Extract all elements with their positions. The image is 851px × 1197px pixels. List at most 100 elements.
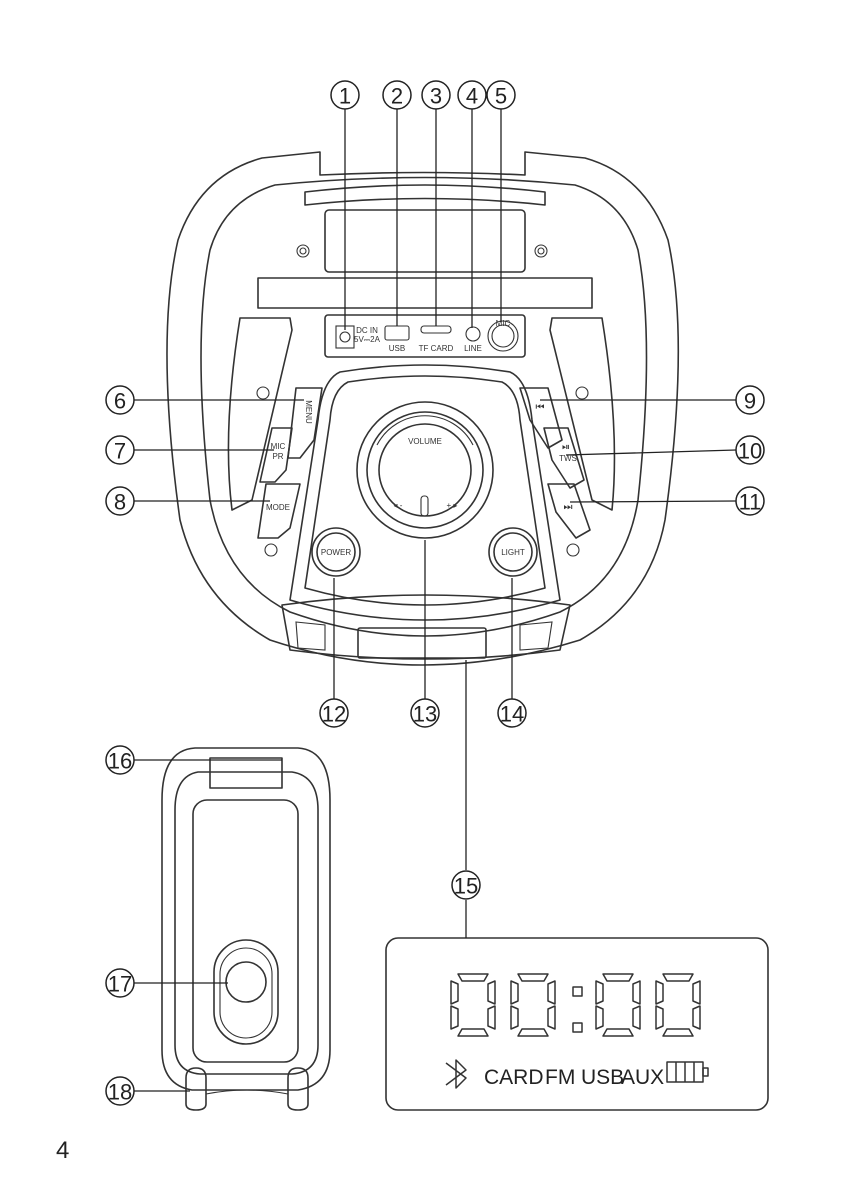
callout-label: 14 — [500, 702, 524, 727]
callout-label: 10 — [738, 439, 762, 464]
callout-12: 12 — [320, 699, 348, 727]
lcd-fm-label: FM — [545, 1066, 575, 1089]
screw-mid-left — [257, 387, 269, 399]
digit-segment — [603, 1029, 633, 1036]
callout-label: 3 — [430, 84, 442, 109]
tf-card-slot — [421, 326, 451, 333]
handle-top — [305, 185, 545, 205]
lcd-usb-label: USB — [581, 1066, 624, 1089]
screw-top-right — [535, 245, 547, 257]
callout-9: 9 — [736, 386, 764, 414]
callout-label: 13 — [413, 702, 437, 727]
volume-indicator — [421, 496, 428, 516]
speaker-outer-shell — [167, 152, 678, 665]
callout-label: 16 — [108, 749, 132, 774]
menu-label: MENU — [304, 400, 313, 424]
next-icon: ⏭ — [564, 502, 573, 513]
callout-7: 7 — [106, 436, 134, 464]
side-handle-top — [210, 758, 282, 788]
callout-label: 12 — [322, 702, 346, 727]
callout-label: 18 — [108, 1080, 132, 1105]
callout-label: 8 — [114, 490, 126, 515]
callout-18: 18 — [106, 1077, 134, 1105]
callout-label: 7 — [114, 439, 126, 464]
digit-segment — [518, 974, 548, 981]
battery-icon — [667, 1062, 708, 1082]
callout-label: 1 — [339, 84, 351, 109]
previous-icon: ⏮ — [536, 402, 545, 413]
power-button[interactable]: POWER — [312, 528, 360, 576]
power-label: POWER — [321, 548, 351, 557]
digit-segment — [488, 981, 495, 1004]
screw-low-right — [567, 544, 579, 556]
line-label: LINE — [464, 344, 482, 353]
side-body-inner — [175, 772, 318, 1074]
colon-top — [573, 987, 582, 996]
callout-4: 4 — [458, 81, 486, 109]
digit-segment — [663, 1029, 693, 1036]
lcd-digit-4 — [656, 974, 700, 1036]
tf-card-label: TF CARD — [419, 344, 454, 353]
callout-15: 15 — [452, 871, 480, 899]
dc-in-label: DC IN — [356, 326, 378, 335]
lcd-display-detail: CARD FM USB AUX — [386, 938, 768, 1110]
digit-segment — [596, 981, 603, 1004]
speaker-side-view — [162, 748, 330, 1110]
bluetooth-icon — [446, 1060, 466, 1088]
lcd-card-label: CARD — [484, 1066, 544, 1089]
lcd-aux-label: AUX — [621, 1066, 664, 1089]
speaker-inner-shell — [201, 178, 647, 637]
light-button[interactable]: LIGHT — [489, 528, 537, 576]
colon-bottom — [573, 1023, 582, 1032]
callout-13: 13 — [411, 699, 439, 727]
digit-segment — [451, 1006, 458, 1029]
digit-segment — [656, 1006, 663, 1029]
speaker-top-view: DC IN 5V⎓2A USB TF CARD LINE MIC MENU MI… — [167, 152, 678, 665]
callout-8: 8 — [106, 487, 134, 515]
callout-1: 1 — [331, 81, 359, 109]
callout-label: 6 — [114, 389, 126, 414]
callout-14: 14 — [498, 699, 526, 727]
digit-segment — [656, 981, 663, 1004]
lcd-digit-2 — [511, 974, 555, 1036]
digit-segment — [596, 1006, 603, 1029]
handle-grip — [325, 210, 525, 272]
digit-segment — [548, 981, 555, 1004]
callout-label: 2 — [391, 84, 403, 109]
digit-segment — [693, 1006, 700, 1029]
callout-label: 9 — [744, 389, 756, 414]
digit-segment — [548, 1006, 555, 1029]
volume-plus-icon: + ▸ — [447, 501, 458, 510]
digit-segment — [693, 981, 700, 1004]
callout-label: 4 — [466, 84, 478, 109]
screw-top-left — [297, 245, 309, 257]
volume-knob[interactable]: VOLUME ◂ - + ▸ — [357, 402, 493, 538]
light-label: LIGHT — [501, 548, 525, 557]
digit-segment — [663, 974, 693, 981]
callout-label: 11 — [739, 490, 762, 515]
digit-segment — [511, 1006, 518, 1029]
previous-button[interactable] — [520, 388, 562, 448]
volume-minus-icon: ◂ - — [394, 501, 403, 510]
digit-segment — [511, 981, 518, 1004]
callout-17: 17 — [106, 969, 134, 997]
mic-label: MIC — [496, 319, 511, 328]
play-pause-icon: ⏯ — [562, 442, 570, 453]
callout-6: 6 — [106, 386, 134, 414]
lcd-frame — [386, 938, 768, 1110]
digit-segment — [451, 981, 458, 1004]
callout-16: 16 — [106, 746, 134, 774]
screw-low-left — [265, 544, 277, 556]
callout-label: 17 — [108, 972, 132, 997]
side-panel-frame — [193, 800, 298, 1062]
digit-segment — [603, 974, 633, 981]
mic-pr-sub-label: PR — [272, 452, 283, 461]
digit-segment — [458, 974, 488, 981]
usb-label: USB — [389, 344, 405, 353]
page-number: 4 — [56, 1137, 69, 1165]
digit-segment — [518, 1029, 548, 1036]
callout-11: 11 — [736, 487, 764, 515]
lcd-digit-1 — [451, 974, 495, 1036]
dc-spec-label: 5V⎓2A — [354, 335, 381, 344]
